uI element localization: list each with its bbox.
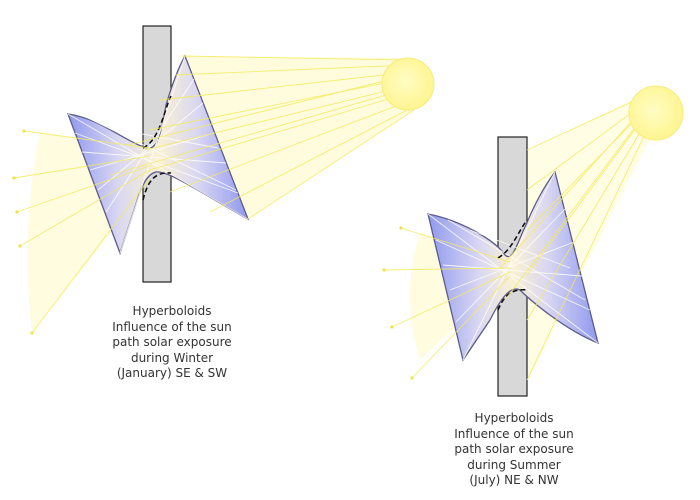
summer-sun: [628, 85, 684, 141]
winter-sun-rays: [109, 55, 415, 220]
winter-panel-grid: [67, 55, 249, 254]
summer-sun-rays: [499, 99, 648, 381]
winter-ray-endpoints: [12, 129, 34, 335]
winter-caption-line: (January) SE & SW: [116, 366, 228, 380]
summer-dashed-curve-bottom: [497, 288, 528, 311]
winter-caption-line: Hyperboloids: [132, 304, 212, 318]
winter-sun: [381, 57, 435, 111]
summer-reflected-rays: [383, 227, 511, 379]
winter-reflected-rays: [13, 130, 153, 334]
winter-dashed-curve-bottom: [142, 172, 172, 201]
winter-caption-line: during Winter: [130, 350, 214, 365]
summer-caption-line: (July) NE & NW: [469, 473, 559, 487]
summer-dashed-curve-top: [497, 219, 528, 259]
winter-hyperboloid-panel: [67, 54, 250, 255]
winter-sun-beam: [182, 56, 414, 218]
winter-configuration: [12, 25, 435, 335]
winter-caption: Hyperboloids Influence of the sun path s…: [88, 304, 256, 382]
summer-configuration: [382, 85, 684, 397]
summer-caption: Hyperboloids Influence of the sun path s…: [430, 411, 598, 489]
winter-caption-line: path solar exposure: [112, 335, 232, 349]
summer-caption-line: during Summer: [467, 457, 561, 472]
summer-panel-grid: [427, 171, 599, 361]
summer-caption-line: Influence of the sun: [454, 426, 574, 441]
winter-caption-line: Influence of the sun: [112, 319, 232, 334]
summer-caption-line: path solar exposure: [454, 442, 574, 456]
summer-caption-line: Hyperboloids: [474, 411, 554, 425]
summer-ray-endpoints: [382, 226, 414, 380]
